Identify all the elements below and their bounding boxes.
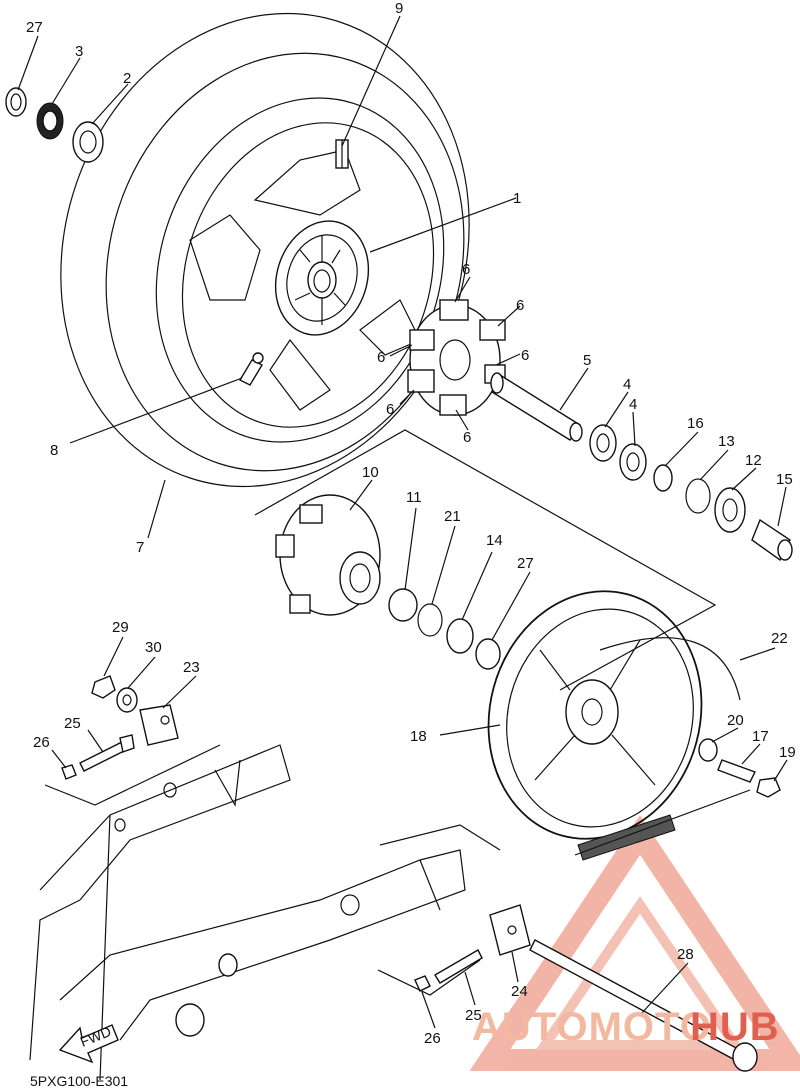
callout: 6	[462, 261, 470, 278]
part-24-adjuster	[489, 904, 531, 956]
callout: 3	[75, 43, 83, 60]
part-28-axle	[529, 939, 758, 1072]
rear-wheel	[60, 12, 470, 488]
diagram-code: 5PXG100-E301	[30, 1073, 128, 1089]
callout: 26	[33, 734, 50, 751]
callout: 10	[362, 464, 379, 481]
callout: 4	[629, 396, 637, 413]
callout: 8	[50, 442, 58, 459]
part-10-clutch-hub	[275, 494, 381, 616]
callout: 18	[410, 728, 427, 745]
bearing-set-right	[589, 424, 793, 562]
swing-arm	[29, 744, 466, 1081]
leader-lines	[17, 15, 788, 1029]
group-outline-bolt	[44, 744, 221, 806]
callout: 6	[377, 349, 385, 366]
callout: 13	[718, 433, 735, 450]
bearing-set-left	[5, 87, 104, 163]
callout: 29	[112, 619, 129, 636]
callout: 6	[516, 297, 524, 314]
part-9-pin	[335, 139, 349, 169]
parts-11-21-14-27	[388, 588, 501, 670]
callout: 5	[583, 352, 591, 369]
callout: 23	[183, 659, 200, 676]
callout: 9	[395, 0, 403, 17]
callout: 4	[623, 376, 631, 393]
part-18-pulley	[487, 590, 703, 840]
callout: 22	[771, 630, 788, 647]
callout: 16	[687, 415, 704, 432]
parts-25-26-lower	[414, 949, 483, 992]
callout: 21	[444, 508, 461, 525]
callout: 25	[465, 1007, 482, 1024]
callout: 24	[511, 983, 528, 1000]
callout: 6	[463, 429, 471, 446]
fwd-arrow-icon: FWD	[58, 1023, 119, 1064]
callout: 27	[517, 555, 534, 572]
callout: 6	[386, 401, 394, 418]
callout: 19	[779, 744, 796, 761]
callout: 25	[64, 715, 81, 732]
part-8-valve	[239, 352, 264, 386]
callout-numbers: 27 3 2 9 1 6 6 6 6 6 6 5 4 4 16 13 12 15…	[26, 0, 796, 1047]
parts-29-30-23	[91, 675, 179, 746]
callout: 6	[521, 347, 529, 364]
callout: 11	[406, 489, 422, 506]
callout: 20	[727, 712, 744, 729]
group-outline-lower-bolt	[377, 959, 481, 996]
callout: 7	[136, 539, 144, 556]
parts-20-17-19	[698, 738, 781, 798]
group-outline-axle	[379, 824, 501, 851]
callout: 14	[486, 532, 503, 549]
parts-25-26-upper	[61, 734, 135, 780]
callout: 28	[677, 946, 694, 963]
callout: 1	[513, 190, 521, 207]
callout: 26	[424, 1030, 441, 1047]
watermark-text-primary: AUTOMOTO	[472, 1005, 712, 1049]
callout: 12	[745, 452, 762, 469]
group-outline-pulley	[574, 789, 751, 856]
watermark-text-secondary: HUB	[690, 1005, 780, 1049]
callout: 2	[123, 70, 131, 87]
callout: 27	[26, 19, 43, 36]
callout: 15	[776, 471, 793, 488]
group-outline-hub	[254, 429, 717, 691]
callout: 30	[145, 639, 162, 656]
callout: 17	[752, 728, 769, 745]
part-5-collar	[490, 372, 583, 442]
